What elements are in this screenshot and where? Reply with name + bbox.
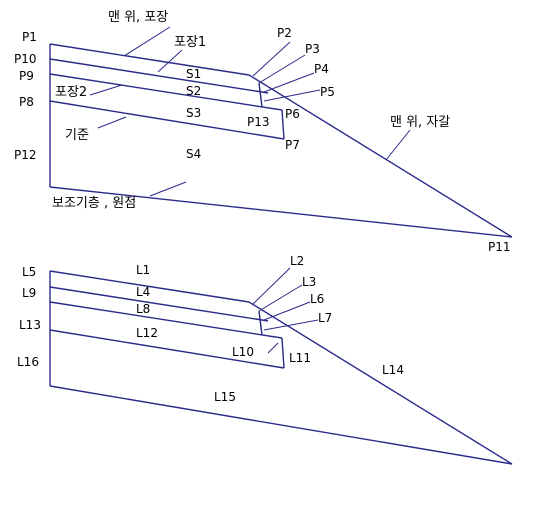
line-l1 (49, 270, 250, 303)
surface-label-s2: S2 (186, 84, 201, 98)
annotation-subbase-origin: 보조기층 , 원점 (52, 196, 136, 211)
point-label-p1: P1 (22, 30, 37, 44)
point-label-p4: P4 (314, 62, 329, 76)
annotation-top-pavement: 맨 위, 포장 (108, 10, 168, 25)
subbase-line (49, 186, 513, 238)
leader-l2 (252, 267, 291, 305)
line-label-l8: L8 (136, 302, 150, 316)
annotation-pavement2: 포장2 (55, 85, 87, 100)
layer-line-p6-p7 (281, 109, 285, 140)
line-label-l2: L2 (290, 254, 304, 268)
annotation-base: 기준 (65, 128, 89, 143)
surface-label-s4: S4 (186, 147, 201, 161)
layer-line-p10 (49, 58, 263, 93)
annotation-top-gravel: 맨 위, 자갈 (390, 115, 450, 130)
line-label-l11: L11 (289, 351, 311, 365)
point-label-p11: P11 (488, 240, 511, 254)
line-label-l3: L3 (302, 275, 316, 289)
line-label-l16: L16 (17, 355, 39, 369)
leader-p3 (258, 54, 306, 84)
line-l12 (49, 329, 285, 369)
annotation-pavement1: 포장1 (174, 35, 206, 50)
line-l6 (261, 319, 269, 322)
top-cross-section: P1 P10 P9 P8 P12 P2 P3 P4 P5 P6 P7 P13 P… (14, 10, 513, 254)
line-l11 (281, 337, 285, 369)
line-label-l13: L13 (19, 318, 41, 332)
leader-p2 (252, 41, 291, 77)
line-l8 (49, 301, 283, 339)
point-label-p3: P3 (305, 42, 320, 56)
leader-l6 (263, 301, 311, 321)
line-l10 (258, 310, 263, 336)
line-l15 (49, 385, 513, 465)
leader-top-gravel (385, 129, 411, 161)
leader-p5 (263, 89, 321, 102)
point-label-p8: P8 (19, 95, 34, 109)
line-l14 (248, 301, 513, 465)
leader-p4 (263, 72, 315, 93)
point-label-p9: P9 (19, 69, 34, 83)
line-label-l7: L7 (318, 311, 332, 325)
line-l4 (49, 286, 263, 321)
leader-l10 (267, 342, 279, 354)
point-label-p13: P13 (247, 115, 270, 129)
line-label-l1: L1 (136, 263, 150, 277)
point-label-p10: P10 (14, 52, 37, 66)
point-label-p6: P6 (285, 107, 300, 121)
surface-label-s1: S1 (186, 67, 201, 81)
line-label-l5: L5 (22, 265, 36, 279)
leader-l3 (258, 284, 303, 312)
leader-pavement1 (157, 49, 183, 73)
surface-label-s3: S3 (186, 106, 201, 120)
layer-line-p9 (49, 73, 283, 111)
point-label-p5: P5 (320, 85, 335, 99)
layer-line-p3-p5 (258, 82, 263, 108)
leader-pavement2 (89, 84, 123, 96)
leader-l7 (263, 319, 319, 331)
point-label-p12: P12 (14, 148, 37, 162)
point-label-p2: P2 (277, 26, 292, 40)
line-label-l15: L15 (214, 390, 236, 404)
top-surface-line (49, 43, 250, 76)
line-label-l9: L9 (22, 286, 36, 300)
bottom-cross-section: L5 L9 L13 L16 L1 L4 L8 L12 L10 L11 L2 L3… (17, 254, 513, 465)
line-label-l14: L14 (382, 363, 404, 377)
layer-line-p4 (261, 91, 269, 94)
top-gravel-slope (248, 74, 513, 238)
line-label-l12: L12 (136, 326, 158, 340)
line-label-l4: L4 (136, 285, 150, 299)
leader-subbase (149, 181, 187, 197)
line-label-l6: L6 (310, 292, 324, 306)
layer-line-p8 (49, 100, 285, 140)
leader-top-pavement (123, 26, 171, 57)
point-label-p7: P7 (285, 138, 300, 152)
leader-base (97, 116, 127, 129)
line-label-l10: L10 (232, 345, 254, 359)
